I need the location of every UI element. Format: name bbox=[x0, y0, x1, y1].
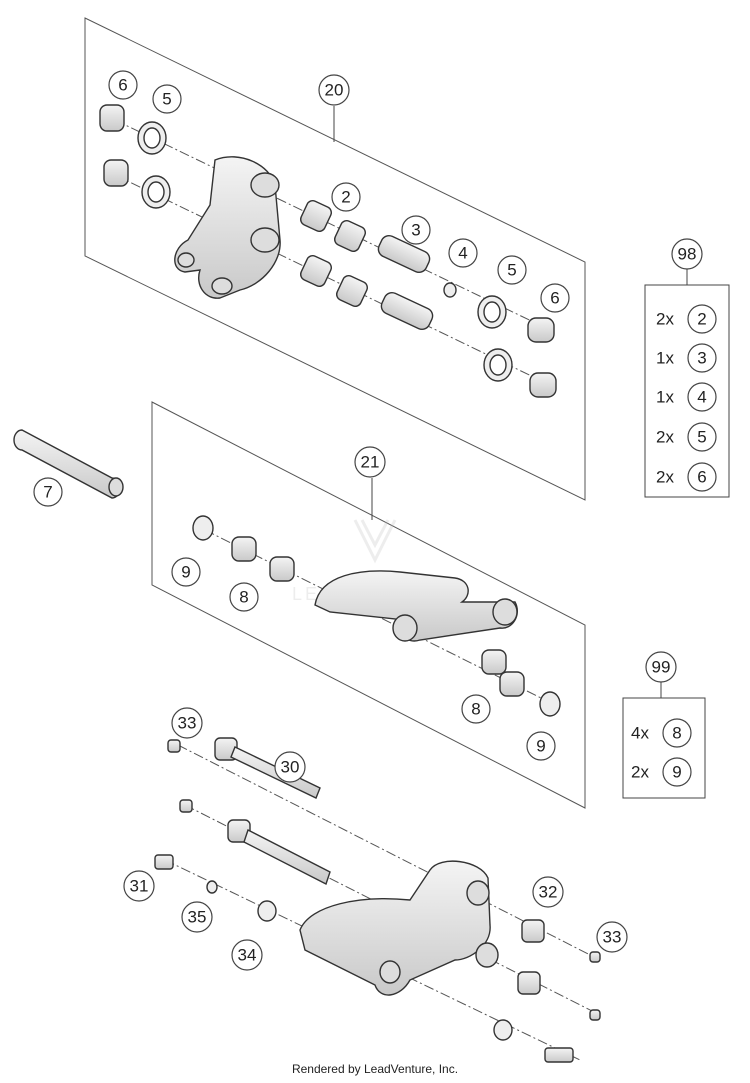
kit-98-part-1: 2 bbox=[697, 310, 706, 329]
callout-6: 6 bbox=[118, 76, 127, 95]
callout-20: 20 bbox=[325, 81, 344, 100]
callout-21: 21 bbox=[361, 453, 380, 472]
kit-99-legend: 99 4x 8 2x 9 bbox=[622, 651, 706, 799]
callout-7: 7 bbox=[43, 483, 52, 502]
callout-numbers: 20 6 5 2 3 4 5 6 7 21 9 8 8 9 33 30 31 3… bbox=[43, 76, 621, 965]
callout-2: 2 bbox=[341, 188, 350, 207]
callout-33: 33 bbox=[603, 928, 622, 947]
sleeve-part-7 bbox=[13, 429, 124, 499]
callout-4: 4 bbox=[458, 244, 467, 263]
kit-99-number: 99 bbox=[652, 658, 671, 677]
kit-98-legend: 98 2x 2 1x 3 1x 4 2x 5 2x 6 bbox=[644, 238, 730, 498]
callout-5: 5 bbox=[162, 90, 171, 109]
callout-34: 34 bbox=[238, 946, 257, 965]
middle-link-arm bbox=[314, 570, 518, 642]
callout-5: 5 bbox=[507, 261, 516, 280]
upper-bushings-and-bearings bbox=[99, 104, 557, 398]
callout-9: 9 bbox=[181, 563, 190, 582]
render-credit: Rendered by LeadVenture, Inc. bbox=[291, 1062, 459, 1076]
kit-99-qty-2: 2x bbox=[631, 763, 649, 782]
kit-98-qty-5: 2x bbox=[656, 468, 674, 487]
lower-bolts-and-hardware bbox=[154, 737, 601, 1063]
upper-assembly-panel bbox=[84, 17, 586, 501]
middle-bushings bbox=[192, 515, 561, 717]
leader-lines bbox=[333, 106, 373, 520]
kit-98-qty-1: 2x bbox=[656, 310, 674, 329]
callout-8: 8 bbox=[239, 588, 248, 607]
kit-99-part-1: 8 bbox=[672, 724, 681, 743]
kit-98-part-5: 6 bbox=[697, 468, 706, 487]
kit-98-number: 98 bbox=[678, 245, 697, 264]
callout-31: 31 bbox=[130, 877, 149, 896]
callout-8: 8 bbox=[471, 700, 480, 719]
kit-98-qty-4: 2x bbox=[656, 428, 674, 447]
kit-98-qty-2: 1x bbox=[656, 349, 674, 368]
callout-9: 9 bbox=[536, 737, 545, 756]
kit-98-part-4: 5 bbox=[697, 428, 706, 447]
callout-32: 32 bbox=[539, 883, 558, 902]
callout-3: 3 bbox=[411, 221, 420, 240]
kit-98-qty-3: 1x bbox=[656, 388, 674, 407]
callout-35: 35 bbox=[188, 908, 207, 927]
middle-assembly-panel bbox=[151, 401, 586, 809]
lower-link-assembly bbox=[299, 860, 499, 996]
callout-circles bbox=[33, 70, 628, 971]
callout-6: 6 bbox=[550, 289, 559, 308]
kit-98-part-3: 4 bbox=[697, 388, 706, 407]
upper-link-lever bbox=[174, 156, 281, 299]
kit-98-part-2: 3 bbox=[697, 349, 706, 368]
kit-99-qty-1: 4x bbox=[631, 724, 649, 743]
callout-33: 33 bbox=[178, 714, 197, 733]
callout-30: 30 bbox=[281, 758, 300, 777]
kit-99-part-2: 9 bbox=[672, 763, 681, 782]
